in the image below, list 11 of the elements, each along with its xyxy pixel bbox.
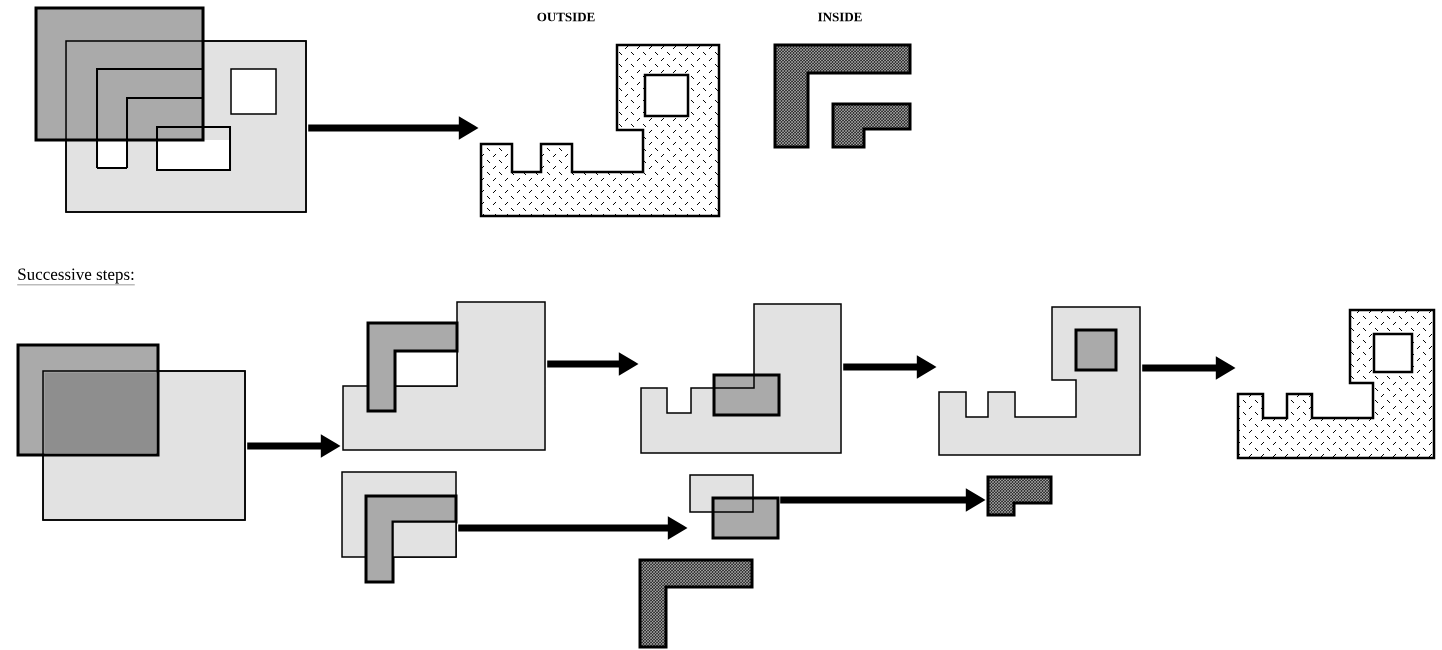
step-shape-drawing	[342, 301, 546, 451]
overlapping-rectangles-drawing	[16, 343, 246, 521]
result-region-drawing	[1236, 308, 1436, 460]
step-shape-drawing	[938, 306, 1141, 456]
region-heading: OUTSIDE	[537, 12, 595, 22]
region-heading: INSIDE	[818, 12, 862, 22]
step-shape-drawing	[689, 474, 780, 540]
step-shape-drawing	[341, 471, 458, 584]
overlapping-rectangles-drawing	[34, 6, 307, 213]
step-shape-drawing	[640, 303, 842, 454]
section-heading: Successive steps:	[17, 268, 135, 286]
